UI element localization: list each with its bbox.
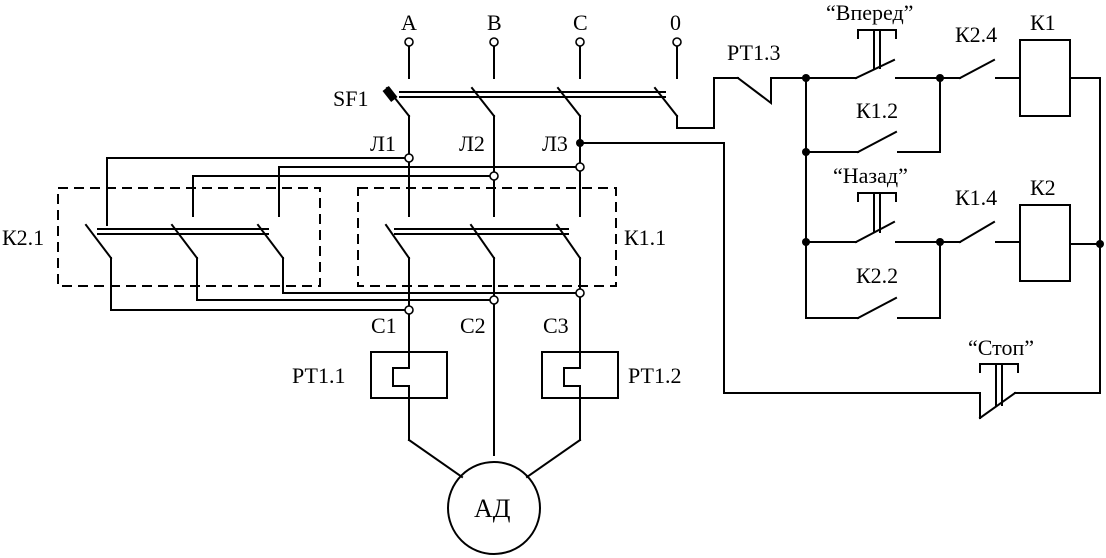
- label-stop-button: “Стоп”: [968, 335, 1034, 360]
- label-out3: С3: [543, 313, 569, 338]
- breaker-sf1: [382, 86, 679, 131]
- label-thermal-relay-3: РТ1.3: [727, 40, 780, 65]
- label-thermal-relay-1: РТ1.1: [292, 363, 345, 388]
- label-line3: Л3: [542, 131, 568, 156]
- reversing-cross-wiring: [106, 157, 581, 311]
- label-hold-contact-1: К1.2: [856, 98, 898, 123]
- label-motor: АД: [474, 494, 511, 523]
- label-forward-contactor: К1.1: [624, 225, 666, 250]
- label-line2: Л2: [459, 131, 485, 156]
- labels: A B C 0 SF1 Л1 Л2 Л3 С1 С2 С3 К2.1 К1.1 …: [2, 0, 1056, 523]
- motor-ad: [407, 438, 582, 555]
- label-breaker: SF1: [333, 86, 368, 111]
- control-circuit: [579, 29, 1101, 420]
- terminal-neutral: [672, 37, 682, 47]
- thermal-relay-rt1-2: [541, 349, 619, 441]
- contactor-k2-1: [57, 187, 321, 287]
- supply-terminals: [404, 37, 682, 79]
- terminal-a: [404, 37, 414, 47]
- label-coil-2: К2: [1030, 175, 1056, 200]
- label-coil-1: К1: [1030, 10, 1056, 35]
- label-reverse-contactor: К2.1: [2, 225, 44, 250]
- junctions: [404, 74, 1104, 315]
- label-phase-c: C: [573, 10, 588, 35]
- label-phase-b: B: [487, 10, 502, 35]
- thermal-relay-rt1-1: [370, 349, 448, 441]
- label-neutral: 0: [670, 10, 681, 35]
- label-line1: Л1: [370, 131, 396, 156]
- terminal-c: [575, 37, 585, 47]
- label-out1: С1: [371, 313, 397, 338]
- label-thermal-relay-2: РТ1.2: [628, 363, 681, 388]
- label-forward-button: “Вперед”: [826, 0, 913, 25]
- label-backward-button: “Назад”: [833, 163, 908, 188]
- breaker-handle: [382, 86, 398, 102]
- label-out2: С2: [460, 313, 486, 338]
- terminal-b: [489, 37, 499, 47]
- contactor-k1-1: [357, 187, 617, 287]
- label-interlock-2: К1.4: [955, 185, 997, 210]
- label-hold-contact-2: К2.2: [856, 263, 898, 288]
- label-phase-a: A: [401, 10, 417, 35]
- label-interlock-1: К2.4: [955, 22, 997, 47]
